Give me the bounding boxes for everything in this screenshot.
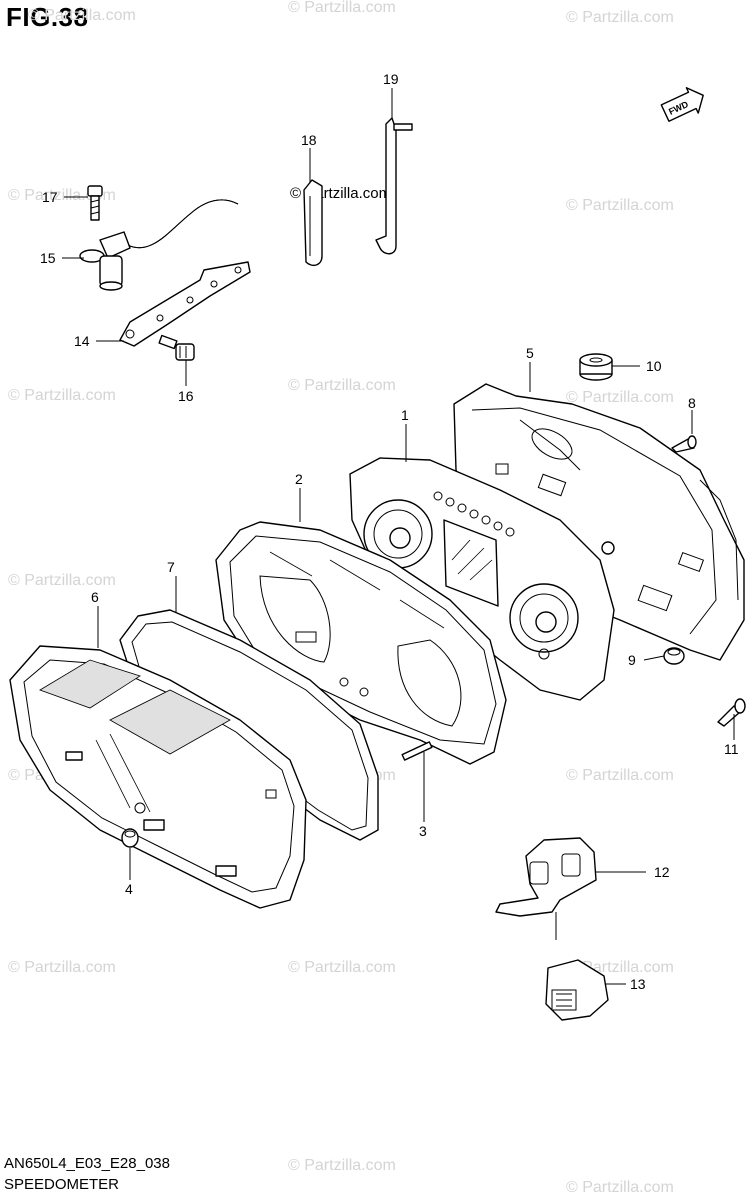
part-12-bracket <box>495 837 597 940</box>
callout-3: 3 <box>419 823 427 839</box>
watermark: © Partzilla.com <box>28 7 136 24</box>
callout-11: 11 <box>724 741 739 757</box>
watermark: © Partzilla.com <box>8 572 116 589</box>
part-13-connector <box>545 959 609 1021</box>
watermark: © Partzilla.com <box>8 387 116 404</box>
watermark: © Partzilla.com <box>288 959 396 976</box>
part-18-clamp <box>303 179 323 267</box>
watermark: © Partzilla.com <box>8 959 116 976</box>
figure-code: AN650L4_E03_E28_038 <box>4 1155 170 1172</box>
callout-13: 13 <box>630 976 646 992</box>
callout-18: 18 <box>301 132 317 148</box>
watermark: © Partzilla.com <box>566 767 674 784</box>
part-11-screw <box>717 698 746 727</box>
callout-numbers: 17 15 14 16 18 19 10 8 5 1 2 7 6 9 11 3 … <box>40 71 739 992</box>
callout-6: 6 <box>91 589 99 605</box>
callout-12: 12 <box>654 864 670 880</box>
part-5-lower-case <box>453 383 745 661</box>
leader-lines <box>62 88 735 985</box>
part-1-gauge-cluster-body <box>349 457 615 701</box>
callout-7: 7 <box>167 559 175 575</box>
part-19-clamp-rod <box>375 117 413 255</box>
callout-14: 14 <box>74 333 90 349</box>
figure-title: FIG.38 <box>6 2 89 32</box>
part-15-speed-sensor <box>79 199 239 291</box>
watermark: © Partzilla.com <box>566 197 674 214</box>
part-9-cushion <box>663 647 685 665</box>
watermark: © Partzilla.com <box>288 1157 396 1174</box>
part-14-sensor-bracket <box>119 261 251 347</box>
watermark: © Partzilla.com <box>566 9 674 26</box>
watermark: © Partzilla.com <box>288 377 396 394</box>
callout-16: 16 <box>178 388 194 404</box>
watermark: © Partzilla.com <box>288 0 396 16</box>
part-6-upper-case-lens <box>9 645 307 909</box>
callout-1: 1 <box>401 407 409 423</box>
part-4-cushion <box>121 828 139 848</box>
callout-4: 4 <box>125 881 133 897</box>
part-17-bolt <box>87 185 103 221</box>
figure-name: SPEEDOMETER <box>4 1176 120 1193</box>
callout-17: 17 <box>42 189 58 205</box>
forward-direction-badge: FWD <box>660 87 704 122</box>
callout-15: 15 <box>40 250 56 266</box>
part-3-pin <box>401 741 433 761</box>
part-16-bolt <box>158 334 195 361</box>
watermark: © Partzilla.com <box>566 389 674 406</box>
callout-19: 19 <box>383 71 399 87</box>
callout-5: 5 <box>526 345 534 361</box>
callout-2: 2 <box>295 471 303 487</box>
callout-10: 10 <box>646 358 662 374</box>
watermark: © Partzilla.com <box>566 1179 674 1196</box>
callout-8: 8 <box>688 395 696 411</box>
callout-9: 9 <box>628 652 636 668</box>
part-10-grommet <box>579 353 613 381</box>
part-8-screw <box>671 435 697 453</box>
